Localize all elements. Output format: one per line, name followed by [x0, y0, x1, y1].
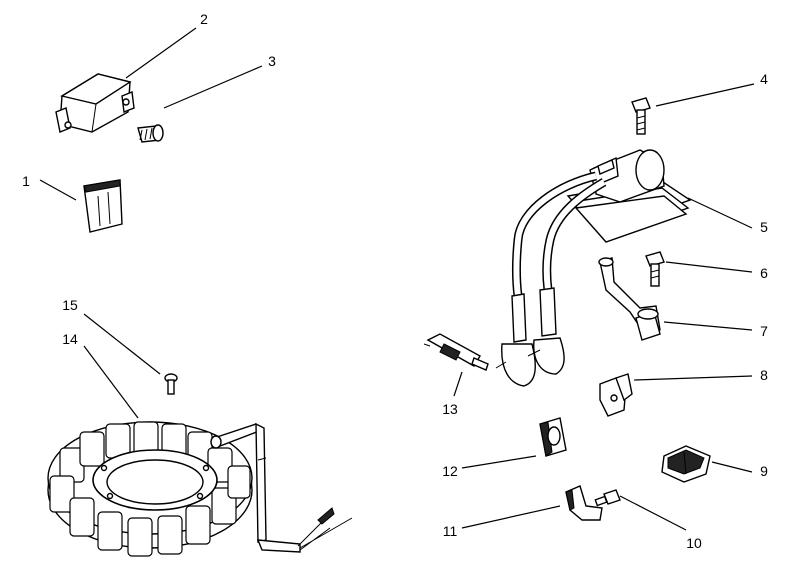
callout-8: 8	[760, 367, 768, 383]
part-15-screw	[164, 373, 178, 395]
callout-12: 12	[442, 463, 458, 479]
leader-8	[633, 375, 753, 381]
part-2-module	[55, 73, 135, 133]
leader-1	[39, 179, 77, 201]
part-12-grommet	[539, 417, 567, 457]
part-13-spark-plug	[423, 333, 489, 371]
callout-9: 9	[760, 463, 768, 479]
part-10-screw	[594, 489, 621, 507]
part-11-clip	[565, 485, 603, 521]
leader-6	[665, 261, 753, 273]
leader-4	[655, 83, 755, 107]
callout-labels: 2 3 1 4 5 6 7 8 9 10 11 12 13 14 15	[22, 11, 768, 551]
leader-15	[83, 313, 161, 375]
leader-lines	[39, 27, 755, 531]
leader-2	[125, 27, 197, 79]
leader-7	[663, 321, 753, 331]
leader-3	[163, 65, 263, 109]
leader-12	[461, 455, 537, 469]
leader-13	[453, 371, 463, 397]
callout-10: 10	[686, 535, 702, 551]
part-1-clip	[83, 179, 123, 233]
callout-6: 6	[760, 265, 768, 281]
callout-3: 3	[268, 53, 276, 69]
part-7-bracket	[598, 257, 661, 341]
callout-7: 7	[760, 323, 768, 339]
leader-10	[619, 495, 687, 531]
callout-13: 13	[442, 401, 458, 417]
part-14-stator	[47, 421, 353, 557]
leader-9	[711, 461, 753, 473]
part-8-clamp	[599, 373, 633, 417]
callout-5: 5	[760, 219, 768, 235]
leader-5	[687, 197, 753, 229]
leader-14	[83, 345, 139, 419]
callout-2: 2	[200, 11, 208, 27]
part-4-bolt	[631, 97, 651, 135]
callout-15: 15	[62, 297, 78, 313]
part-5-coil	[495, 149, 692, 387]
leader-11	[461, 505, 561, 529]
part-6-bolt	[645, 251, 665, 287]
callout-4: 4	[760, 71, 768, 87]
callout-1: 1	[22, 173, 30, 189]
callout-11: 11	[443, 523, 458, 539]
part-9-clip	[661, 445, 711, 483]
callout-14: 14	[62, 331, 78, 347]
part-3-screw	[137, 124, 164, 143]
